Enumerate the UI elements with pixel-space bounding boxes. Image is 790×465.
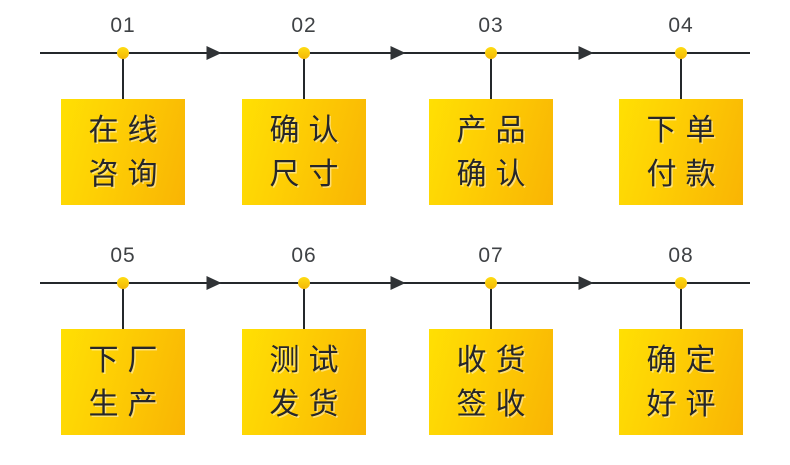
step-label-line1: 在线 — [88, 113, 167, 147]
step-box: 确认 尺寸 — [242, 99, 366, 205]
step-box: 产品 确认 — [429, 99, 553, 205]
connector-line — [490, 54, 492, 100]
connector-line — [680, 284, 682, 330]
step-box: 下单 付款 — [619, 99, 743, 205]
right-arrow-icon — [578, 46, 594, 60]
right-arrow-icon — [578, 276, 594, 290]
step-label-line2: 确认 — [456, 157, 535, 191]
step-label-line1: 测试 — [269, 343, 348, 377]
step-label-line2: 发货 — [269, 387, 348, 421]
step-label-line2: 咨询 — [88, 157, 167, 191]
right-arrow-icon — [206, 276, 222, 290]
connector-line — [122, 284, 124, 330]
step-box: 收货 签收 — [429, 329, 553, 435]
process-row-1: 01 在线 咨询 02 确认 尺寸 03 产品 确认 — [0, 0, 790, 232]
step-number: 05 — [110, 244, 136, 267]
step-number: 03 — [478, 14, 504, 37]
step-box: 确定 好评 — [619, 329, 743, 435]
step-box: 下厂 生产 — [61, 329, 185, 435]
step-label-line1: 收货 — [456, 343, 535, 377]
step-label-line2: 付款 — [646, 157, 725, 191]
step-number: 02 — [291, 14, 317, 37]
timeline-dot-icon — [675, 277, 687, 289]
step-label-line1: 确定 — [646, 343, 725, 377]
timeline-dot-icon — [485, 277, 497, 289]
timeline-dot-icon — [117, 277, 129, 289]
timeline-dot-icon — [117, 47, 129, 59]
right-arrow-icon — [206, 46, 222, 60]
timeline-dot-icon — [298, 47, 310, 59]
step-label-line1: 下厂 — [88, 343, 167, 377]
step-label-line2: 好评 — [646, 387, 725, 421]
step-05: 05 下厂 生产 — [61, 230, 185, 462]
step-number: 06 — [291, 244, 317, 267]
timeline-dot-icon — [485, 47, 497, 59]
right-arrow-icon — [390, 46, 406, 60]
connector-line — [303, 284, 305, 330]
step-number: 04 — [668, 14, 694, 37]
step-number: 01 — [110, 14, 136, 37]
step-label-line1: 下单 — [646, 113, 725, 147]
connector-line — [490, 284, 492, 330]
step-03: 03 产品 确认 — [429, 0, 553, 232]
timeline-dot-icon — [298, 277, 310, 289]
step-box: 在线 咨询 — [61, 99, 185, 205]
step-04: 04 下单 付款 — [619, 0, 743, 232]
step-number: 08 — [668, 244, 694, 267]
step-label-line2: 生产 — [88, 387, 167, 421]
step-01: 01 在线 咨询 — [61, 0, 185, 232]
connector-line — [303, 54, 305, 100]
process-row-2: 05 下厂 生产 06 测试 发货 07 收货 签收 — [0, 230, 790, 462]
step-label-line2: 尺寸 — [269, 157, 348, 191]
step-box: 测试 发货 — [242, 329, 366, 435]
step-06: 06 测试 发货 — [242, 230, 366, 462]
timeline-dot-icon — [675, 47, 687, 59]
step-label-line2: 签收 — [456, 387, 535, 421]
step-label-line1: 确认 — [269, 113, 348, 147]
step-08: 08 确定 好评 — [619, 230, 743, 462]
right-arrow-icon — [390, 276, 406, 290]
connector-line — [122, 54, 124, 100]
step-label-line1: 产品 — [456, 113, 535, 147]
connector-line — [680, 54, 682, 100]
step-07: 07 收货 签收 — [429, 230, 553, 462]
step-02: 02 确认 尺寸 — [242, 0, 366, 232]
step-number: 07 — [478, 244, 504, 267]
